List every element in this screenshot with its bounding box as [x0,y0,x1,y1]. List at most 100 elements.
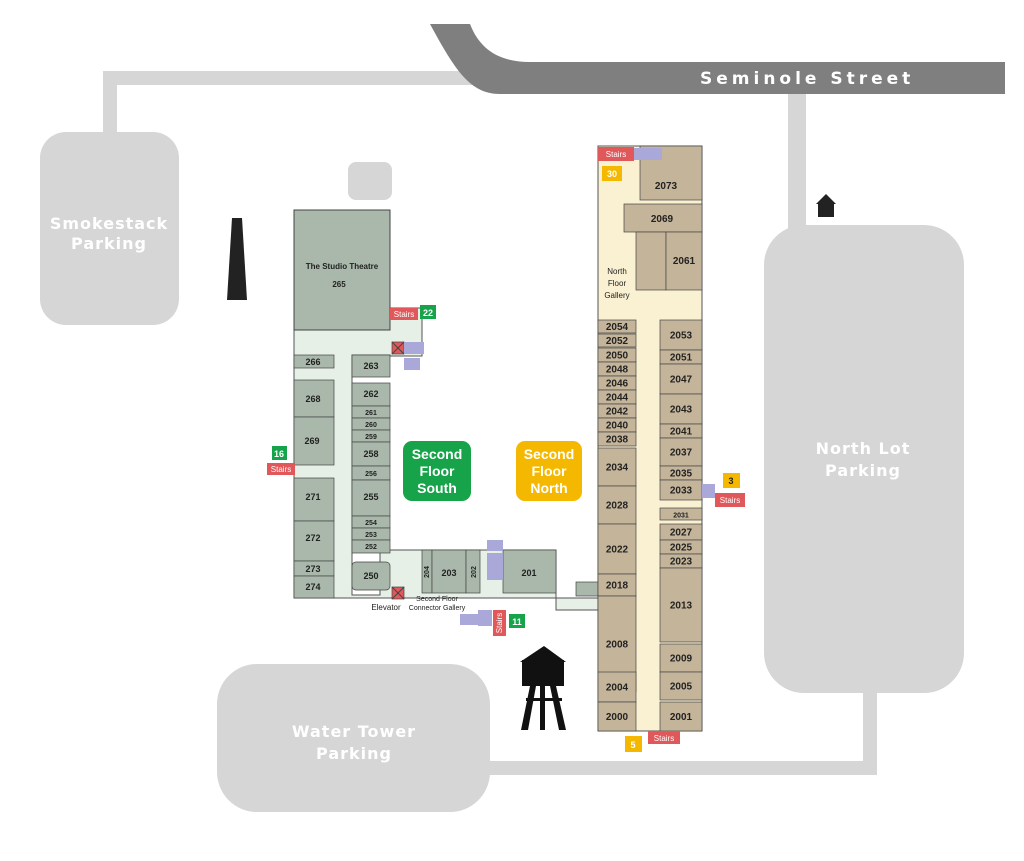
room-260[interactable]: 260 [365,422,377,429]
room-273[interactable]: 273 [305,564,320,574]
room-2035[interactable]: 2035 [670,469,693,480]
room-204[interactable]: 204 [424,566,431,578]
room-259[interactable]: 259 [365,434,377,441]
stairs-11[interactable]: Stairs [493,610,506,636]
room-2051[interactable]: 2051 [670,353,693,364]
street-label: Seminole Street [700,69,914,89]
room-2034[interactable]: 2034 [606,463,629,474]
room-2061[interactable]: 2061 [673,256,696,267]
room-2038[interactable]: 2038 [606,435,629,446]
room-201[interactable]: 201 [521,568,536,578]
room-2038-block [597,431,637,447]
north-building: 2073 2069 2061 North Floor Gallery 20542… [597,145,715,732]
svg-text:Stairs: Stairs [271,465,291,474]
smokestack-parking[interactable] [40,132,179,325]
room-2050[interactable]: 2050 [606,351,629,362]
room-255[interactable]: 255 [363,492,378,502]
room-2042[interactable]: 2042 [606,407,629,418]
room-254[interactable]: 254 [365,520,377,527]
room-2027[interactable]: 2027 [670,528,693,539]
room-263[interactable]: 263 [363,361,378,371]
room-2053-block [659,319,703,351]
south-building: The Studio Theatre 265 266 268 269 271 2… [293,209,599,626]
room-2000[interactable]: 2000 [606,712,629,723]
room-2031-block [659,507,703,521]
south-left-rooms: 266 268 269 271 272 273 274 [293,354,335,599]
street-road [430,24,1005,94]
room-2022[interactable]: 2022 [606,545,629,556]
room-2018[interactable]: 2018 [606,581,629,592]
room-266[interactable]: 266 [305,357,320,367]
room-2009[interactable]: 2009 [670,654,693,665]
elevator-label: Elevator [371,603,401,612]
room-253[interactable]: 253 [365,532,377,539]
room-272[interactable]: 272 [305,533,320,543]
room-2054[interactable]: 2054 [606,322,629,333]
stairs-3[interactable]: Stairs [715,493,745,507]
room-269[interactable]: 269 [304,436,319,446]
room-2040[interactable]: 2040 [606,421,629,432]
room-2069[interactable]: 2069 [651,214,674,225]
south-badge-line-1: Second [412,446,463,462]
north-badge-line-3: North [530,480,567,496]
connector-gallery-label-2: Connector Gallery [409,605,466,612]
room-2013[interactable]: 2013 [670,601,693,612]
studio-theatre-room: 265 [332,280,346,289]
room-2023[interactable]: 2023 [670,557,693,568]
north-left-rooms: 2054 2052 2050 2048 2046 2044 2042 2040 2038 2034… [597,319,637,732]
stairs-5[interactable]: Stairs [648,731,680,744]
room-2008[interactable]: 2008 [606,640,629,651]
room-2031[interactable]: 2031 [673,513,689,520]
north-lot-parking[interactable] [764,225,964,693]
north-badge-line-1: Second [524,446,575,462]
studio-theatre[interactable] [293,209,391,331]
room-2048[interactable]: 2048 [606,365,629,376]
room-2046[interactable]: 2046 [606,379,629,390]
room-2028[interactable]: 2028 [606,501,629,512]
elevator-icon-north[interactable] [391,341,405,355]
room-2041[interactable]: 2041 [670,427,693,438]
room-252[interactable]: 252 [365,544,377,551]
elevator-icon[interactable] [391,586,405,600]
small-structure [348,162,392,200]
room-262[interactable]: 262 [363,389,378,399]
water-tower-parking-label-1: Water Tower [292,722,416,741]
stairs-30[interactable]: Stairs [598,147,634,161]
room-256[interactable]: 256 [365,471,377,478]
room-271[interactable]: 271 [305,492,320,502]
second-floor-north-badge [516,441,582,501]
room-268[interactable]: 268 [305,394,320,404]
room-2047[interactable]: 2047 [670,375,693,386]
room-2004[interactable]: 2004 [606,683,629,694]
connector-rooms: 204 203 202 201 [421,549,599,597]
room-2044[interactable]: 2044 [606,393,629,404]
room-2001[interactable]: 2001 [670,712,693,723]
room-2033[interactable]: 2033 [670,486,693,497]
room-2037[interactable]: 2037 [670,448,693,459]
room-250[interactable]: 250 [363,571,378,581]
room-2009-block [659,643,703,673]
room-2052[interactable]: 2052 [606,336,629,347]
room-2043[interactable]: 2043 [670,405,693,416]
room-261[interactable]: 261 [365,410,377,417]
north-gallery-label-1: North [607,267,627,276]
room-203[interactable]: 203 [441,568,456,578]
room-202[interactable]: 202 [471,566,478,578]
north-lot-parking-label-1: North Lot [816,439,911,458]
north-gallery-label-2: Floor [608,279,627,288]
room-2073[interactable]: 2073 [655,181,678,192]
stairs-16[interactable]: Stairs [267,463,295,475]
restroom-icon [634,148,662,160]
room-2005[interactable]: 2005 [670,682,693,693]
room-2053[interactable]: 2053 [670,331,693,342]
room-2013-block [659,567,703,643]
stair-badge-5: 5 [630,740,635,750]
room-2005-block [659,671,703,701]
room-274[interactable]: 274 [305,582,320,592]
room-2022-block [597,523,637,575]
stairs-22[interactable]: Stairs [390,308,418,320]
restroom-icon [478,610,492,626]
room-258[interactable]: 258 [363,449,378,459]
water-tower-parking[interactable] [217,664,490,812]
room-2025[interactable]: 2025 [670,543,693,554]
